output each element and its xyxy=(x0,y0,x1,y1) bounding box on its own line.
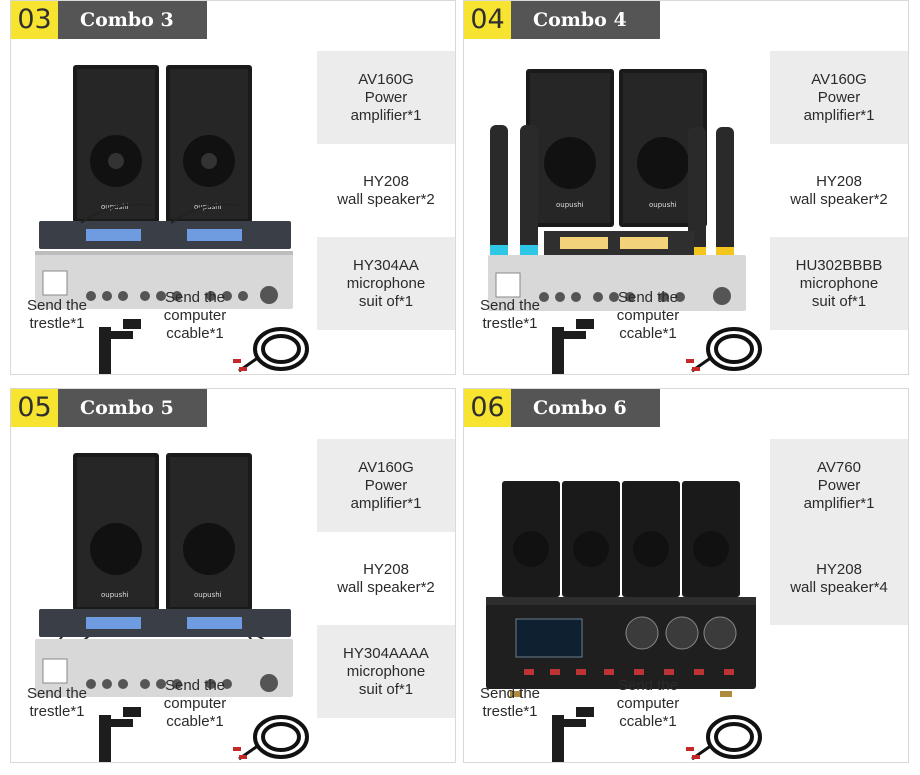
rca-cable xyxy=(686,715,762,761)
combo-number: 05 xyxy=(11,389,58,427)
item-microphone: HY304AAAA microphone suit of*1 xyxy=(317,625,455,718)
item-amplifier: AV760 Power amplifier*1 xyxy=(770,439,908,532)
combo-number: 03 xyxy=(11,1,58,39)
item-list: AV760 Power amplifier*1 HY208 wall speak… xyxy=(770,439,908,625)
rca-cable xyxy=(686,327,762,373)
svg-text:oupushi: oupushi xyxy=(556,201,584,209)
trestle-bracket xyxy=(552,707,594,762)
trestle-bracket xyxy=(552,319,594,374)
rca-cable xyxy=(233,327,309,373)
item-amplifier: AV160G Power amplifier*1 xyxy=(770,51,908,144)
rca-cable xyxy=(233,715,309,761)
item-list: AV160G Power amplifier*1 HY208 wall spea… xyxy=(770,51,908,330)
trestle-bracket xyxy=(99,319,141,374)
item-speaker: HY208 wall speaker*2 xyxy=(770,144,908,237)
svg-text:oupushi: oupushi xyxy=(194,591,222,599)
cable-label: Send the computer ccable*1 xyxy=(616,677,680,730)
speaker-left: oupushi xyxy=(526,69,614,227)
combo-number: 04 xyxy=(464,1,511,39)
trestle-label: Send the trestle*1 xyxy=(26,297,88,332)
cable-label: Send the computer ccable*1 xyxy=(163,677,227,730)
svg-text:oupushi: oupushi xyxy=(101,591,129,599)
speaker-right: oupushi xyxy=(166,453,252,611)
trestle-label: Send the trestle*1 xyxy=(479,297,541,332)
item-speaker: HY208 wall speaker*2 xyxy=(317,144,455,237)
speaker-left: oupushi xyxy=(73,65,159,223)
trestle-label: Send the trestle*1 xyxy=(26,685,88,720)
product-photo: oupushi oupushi xyxy=(11,41,321,374)
combo-number: 06 xyxy=(464,389,511,427)
combo-title: Combo 5 xyxy=(58,389,207,427)
item-speaker: HY208 wall speaker*2 xyxy=(317,532,455,625)
combo-panel-6: 06 Combo 6 xyxy=(463,388,909,763)
cable-label: Send the computer ccable*1 xyxy=(163,289,227,342)
item-amplifier: AV160G Power amplifier*1 xyxy=(317,439,455,532)
product-photo xyxy=(464,429,774,762)
product-photo: oupushi oupushi xyxy=(11,429,321,762)
item-microphone: HY304AA microphone suit of*1 xyxy=(317,237,455,330)
speaker-right: oupushi xyxy=(166,65,252,223)
item-amplifier: AV160G Power amplifier*1 xyxy=(317,51,455,144)
item-microphone: HU302BBBB microphone suit of*1 xyxy=(770,237,908,330)
combo-title: Combo 3 xyxy=(58,1,207,39)
item-list: AV160G Power amplifier*1 HY208 wall spea… xyxy=(317,51,455,330)
combo-panel-5: 05 Combo 5 oupushi oupushi xyxy=(10,388,456,763)
combo-panel-3: 03 Combo 3 oupushi oupushi xyxy=(10,0,456,375)
combo-title: Combo 6 xyxy=(511,389,660,427)
combo-title: Combo 4 xyxy=(511,1,660,39)
speaker-left: oupushi xyxy=(73,453,159,611)
item-list: AV160G Power amplifier*1 HY208 wall spea… xyxy=(317,439,455,718)
cable-label: Send the computer ccable*1 xyxy=(616,289,680,342)
trestle-label: Send the trestle*1 xyxy=(479,685,541,720)
product-photo: oupushi oupushi xyxy=(464,41,774,374)
combo-panel-4: 04 Combo 4 oupushi oupushi xyxy=(463,0,909,375)
trestle-bracket xyxy=(99,707,141,762)
svg-text:oupushi: oupushi xyxy=(649,201,677,209)
item-speaker: HY208 wall speaker*4 xyxy=(770,532,908,625)
